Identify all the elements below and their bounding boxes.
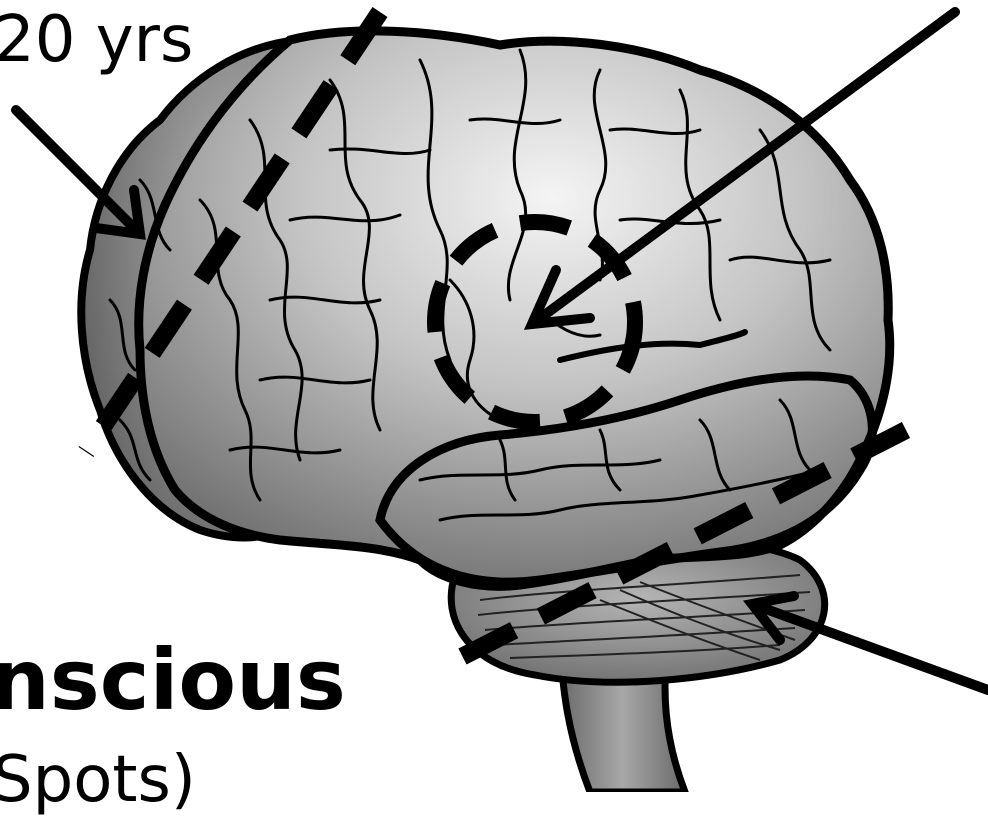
cerebral-cortex xyxy=(139,31,890,586)
conscious-label: nscious xyxy=(0,638,346,722)
spots-label: Spots) xyxy=(0,748,196,812)
age-label: 20 yrs xyxy=(0,8,193,72)
